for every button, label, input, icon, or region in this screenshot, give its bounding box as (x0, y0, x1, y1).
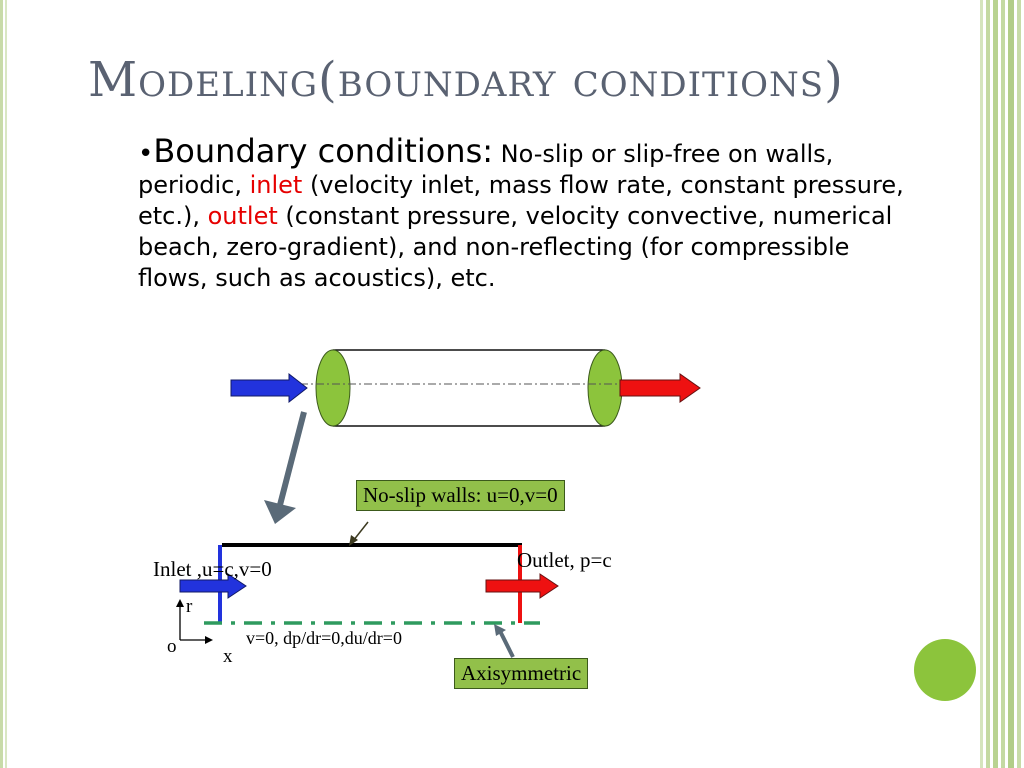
bullet-mark: • (138, 139, 154, 169)
origin-label: o (167, 636, 177, 657)
body-text-1: No-slip or slip-free on walls, periodic, (138, 140, 834, 199)
body-paragraph: •Boundary conditions: No-slip or slip-fr… (138, 135, 908, 294)
pipe-outlet-arrow (619, 373, 701, 403)
body-text-3: (constant pressure, velocity convective,… (138, 202, 893, 292)
r-axis-label: r (186, 596, 193, 617)
x-axis-label: x (223, 646, 233, 667)
outlet-word: outlet (207, 202, 278, 230)
inlet-arrow (179, 573, 247, 599)
outlet-arrow (485, 573, 559, 599)
axisymmetric-label-box: Axisymmetric (454, 658, 589, 689)
zoom-pointer-arrow (264, 411, 307, 524)
body-text-2: (velocity inlet, mass flow rate, constan… (138, 171, 904, 230)
slide-title: Modeling(boundary conditions) (88, 52, 844, 108)
outlet-condition-label: Outlet, p=c (517, 548, 612, 572)
noslip-label-box: No-slip walls: u=0,v=0 (356, 480, 565, 511)
axis-pointer (494, 624, 515, 658)
pipe-outlet-cap (587, 349, 623, 427)
pipe-inlet-arrow (230, 372, 308, 404)
right-border-stripes (980, 0, 1024, 768)
axis-condition-label: v=0, dp/dr=0,du/dr=0 (246, 628, 402, 648)
inlet-condition-label: Inlet ,u=c,v=0 (153, 557, 272, 581)
pipe-body (332, 349, 606, 427)
coordinate-axes (176, 599, 213, 644)
inlet-word: inlet (249, 171, 303, 199)
pipe-inlet-cap (315, 349, 351, 427)
decorative-green-dot (914, 639, 976, 701)
left-border (0, 0, 8, 768)
boundary-heading: Boundary conditions: (153, 132, 494, 170)
wall-pointer (349, 521, 369, 546)
